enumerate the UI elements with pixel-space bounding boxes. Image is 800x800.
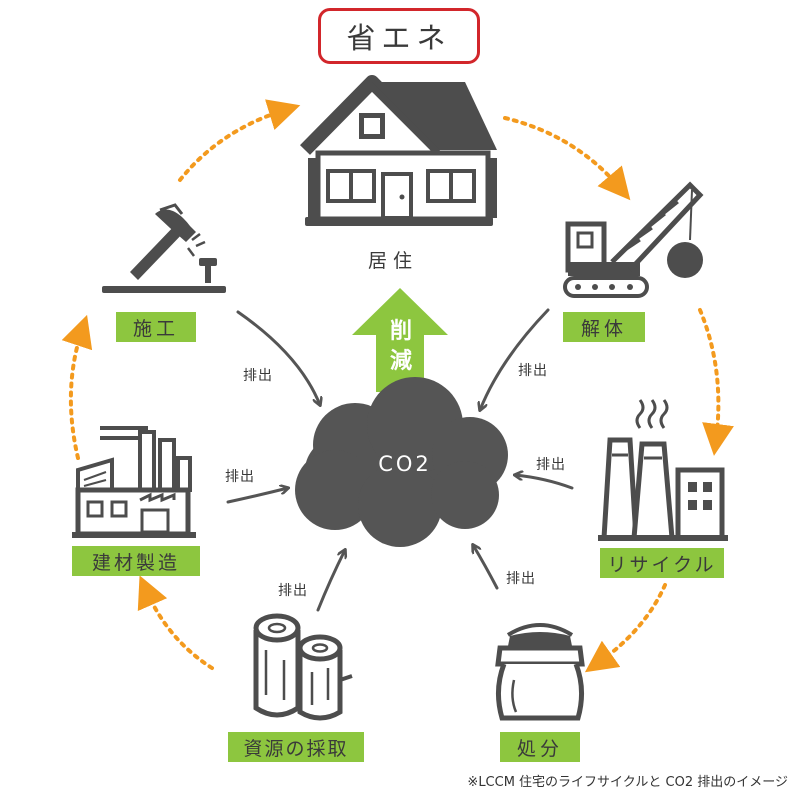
logs-icon <box>253 613 353 721</box>
stage-label-extraction: 資源の採取 <box>228 732 364 762</box>
crane-icon <box>563 181 704 298</box>
emission-arrow-disposal <box>473 545 499 590</box>
emission-arrow-recycle <box>515 475 574 490</box>
stage-label-demolition: 解体 <box>563 312 645 342</box>
emission-arrow-materials <box>226 488 288 504</box>
emission-label-recycle: 排出 <box>536 457 566 473</box>
stage-label-disposal: 処分 <box>500 732 580 762</box>
cycle-arrows <box>61 99 734 673</box>
stage-label-recycle: リサイクル <box>600 548 724 578</box>
footnote: ※LCCM 住宅のライフサイクルと CO2 排出のイメージ <box>467 775 788 790</box>
emission-label-demolition: 排出 <box>518 363 548 379</box>
cycle-arrow-residence-to-demolition <box>503 116 631 201</box>
cycle-arrow-recycle-to-disposal <box>584 583 667 673</box>
emission-label-disposal: 排出 <box>506 571 536 587</box>
cycle-arrow-materials-to-construction <box>61 314 93 460</box>
co2-cloud <box>295 377 508 547</box>
co2-label: CO2 <box>378 452 432 476</box>
emission-label-construction: 排出 <box>243 368 273 384</box>
cycle-arrow-demolition-to-recycle <box>698 308 734 456</box>
reduction-arrow <box>352 288 448 392</box>
stage-label-materials: 建材製造 <box>72 546 200 576</box>
emission-label-materials: 排出 <box>225 469 255 485</box>
cycle-arrow-extraction-to-materials <box>137 575 214 670</box>
hammer-icon <box>102 203 226 293</box>
waste-bag-icon <box>495 623 585 721</box>
recycle-plant-icon <box>598 399 728 541</box>
stage-label-residence: 居住 <box>368 250 419 272</box>
emission-arrows <box>226 308 574 612</box>
reduction-char-2: 減 <box>389 349 412 374</box>
emission-label-extraction: 排出 <box>278 583 308 599</box>
cycle-arrow-construction-to-residence <box>178 99 301 182</box>
page-title: 省エネ <box>318 8 480 64</box>
reduction-char-1: 削 <box>389 319 412 344</box>
stage-label-construction: 施工 <box>116 312 196 342</box>
house-icon <box>300 75 497 226</box>
emission-arrow-construction <box>236 310 320 405</box>
emission-arrow-extraction <box>316 550 345 612</box>
emission-arrow-demolition <box>480 308 550 410</box>
factory-icon <box>72 426 196 538</box>
